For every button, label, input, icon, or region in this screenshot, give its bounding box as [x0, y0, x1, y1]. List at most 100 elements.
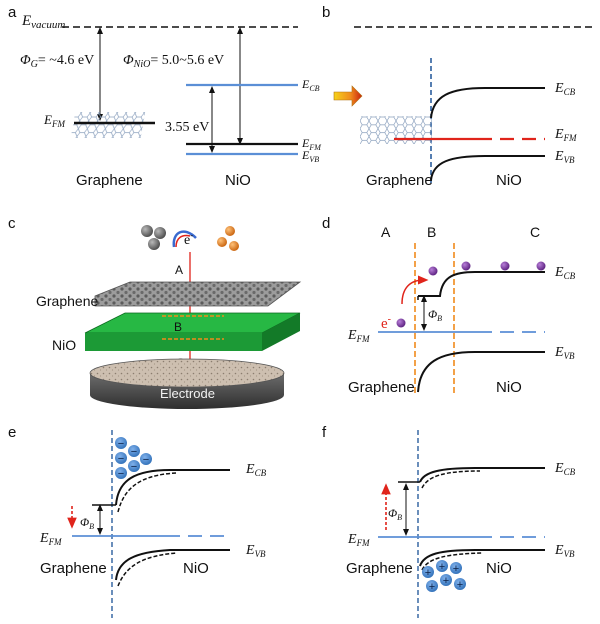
orange-particle	[225, 226, 235, 236]
orange-particle	[217, 237, 227, 247]
efm-label-d: EFM	[347, 328, 370, 344]
bandgap-label: 3.55 eV	[165, 120, 209, 135]
vb-curve-f	[419, 549, 545, 567]
graphene-label-b: Graphene	[366, 172, 433, 189]
evb-label-e: EVB	[245, 543, 266, 559]
evb-label-f: EVB	[554, 543, 575, 559]
ecb-label-d: ECB	[554, 265, 576, 281]
panel-c: c e- A Graphene B NiO C Electrode	[8, 215, 302, 409]
ecb-label-a: ECB	[301, 77, 320, 93]
panel-label-c: c	[8, 215, 16, 232]
negative-charge: −	[115, 437, 127, 450]
ecb-label-b: ECB	[554, 81, 576, 97]
nio-label-f: NiO	[486, 560, 512, 577]
panel-label-a: a	[8, 4, 17, 21]
panel-e: e − − − − − − ΦB ECB EFM EVB Graphene Ni…	[8, 424, 267, 618]
cb-curve-b	[430, 87, 545, 119]
negative-charge: −	[140, 453, 152, 466]
efm-label-e: EFM	[39, 531, 62, 547]
vb-curve-e	[115, 549, 230, 581]
orange-particle	[229, 241, 239, 251]
evb-label-d: EVB	[554, 345, 575, 361]
gray-particle	[148, 238, 160, 250]
electron-arc	[172, 230, 197, 248]
svg-text:+: +	[425, 567, 431, 579]
negative-charge: −	[128, 445, 140, 458]
svg-text:+: +	[429, 581, 435, 593]
svg-text:−: −	[131, 446, 137, 458]
positive-charge: +	[436, 560, 448, 573]
phi-g-label: ΦG= ~4.6 eV	[20, 53, 94, 70]
svg-text:+: +	[439, 561, 445, 573]
e-vacuum-label: Evacuum	[21, 13, 65, 31]
vb-curve-d	[417, 351, 545, 393]
evb-label-a: EVB	[301, 148, 319, 164]
positive-charge: +	[426, 580, 438, 593]
cb-curve-e-dashed	[117, 472, 177, 513]
graphene-label-c: Graphene	[36, 293, 98, 309]
graphene-label-e: Graphene	[40, 560, 107, 577]
cb-curve-f	[419, 467, 545, 483]
phi-b-label-d: ΦB	[428, 307, 442, 323]
nio-label-a: NiO	[225, 172, 251, 189]
positive-charge: +	[450, 562, 462, 575]
svg-text:+: +	[443, 575, 449, 587]
nio-label-b: NiO	[496, 172, 522, 189]
gray-particle	[141, 225, 153, 237]
gray-particle	[154, 227, 166, 239]
electrode-top	[89, 358, 285, 388]
svg-text:−: −	[118, 468, 124, 480]
svg-text:−: −	[131, 461, 137, 473]
efm-label-b: EFM	[554, 127, 577, 143]
purple-particle	[500, 261, 510, 271]
svg-text:−: −	[118, 438, 124, 450]
efm-label-a: EFM	[43, 112, 65, 129]
svg-text:+: +	[457, 579, 463, 591]
positive-charge-cluster: + + + + + +	[422, 560, 466, 593]
nio-slab-side	[262, 313, 300, 351]
cb-curve-f-dashed	[421, 470, 481, 489]
cb-curve-e	[115, 469, 230, 506]
purple-particle	[428, 266, 438, 276]
region-a-label: A	[381, 224, 391, 240]
electrode-label: Electrode	[160, 386, 215, 401]
panel-f: f ΦB + + + + + + ECB EFM EVB Graphene Ni…	[322, 424, 576, 618]
graphene-sheet-c	[94, 281, 302, 307]
vb-curve-e-dashed	[117, 552, 177, 587]
graphene-label-d: Graphene	[348, 379, 415, 396]
efm-nio-label-a: EFM	[301, 136, 322, 152]
svg-text:−: −	[143, 454, 149, 466]
cb-curve-d	[418, 271, 545, 297]
positive-charge: +	[422, 566, 434, 579]
phi-nio-label: ΦNiO= 5.0~5.6 eV	[123, 53, 224, 70]
purple-particle	[536, 261, 546, 271]
svg-text:−: −	[118, 453, 124, 465]
region-c-label: C	[530, 224, 540, 240]
vb-curve-b	[430, 155, 545, 181]
vb-curve-f-dashed	[421, 552, 483, 571]
positive-charge: +	[454, 578, 466, 591]
positive-charge: +	[440, 574, 452, 587]
electron-transfer-arrow	[401, 275, 429, 305]
panel-label-e: e	[8, 424, 16, 441]
panel-label-d: d	[322, 215, 330, 232]
graphene-label-f: Graphene	[346, 560, 413, 577]
ecb-label-f: ECB	[554, 461, 576, 477]
negative-charge: −	[115, 452, 127, 465]
panel-label-f: f	[322, 424, 327, 441]
negative-charge-cluster: − − − − − −	[115, 437, 152, 480]
phi-b-label-e: ΦB	[80, 515, 94, 531]
transition-arrow	[333, 85, 363, 107]
phi-b-label-f: ΦB	[388, 506, 402, 522]
label-b-c: B	[174, 320, 182, 334]
nio-label-e: NiO	[183, 560, 209, 577]
panel-b: b ECB EFM EVB Graphene NiO	[322, 4, 592, 189]
ecb-label-e: ECB	[245, 462, 267, 478]
negative-charge: −	[115, 467, 127, 480]
panel-d: d A B C ΦB e- ECB EFM EVB Graphene NiO	[322, 215, 576, 396]
svg-text:+: +	[453, 563, 459, 575]
efm-label-f: EFM	[347, 532, 370, 548]
electron-label-d: e-	[381, 314, 391, 332]
purple-particle	[396, 318, 406, 328]
